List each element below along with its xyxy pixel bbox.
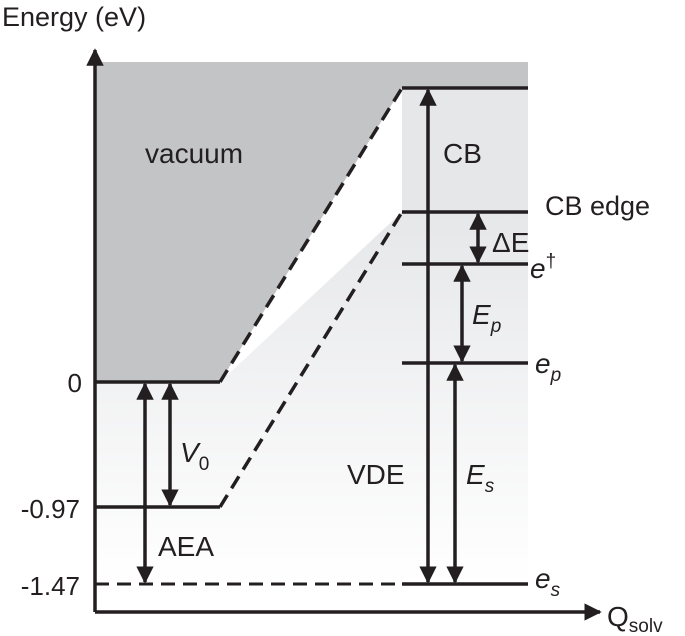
upper-dashed-slope (218, 87, 404, 383)
v0-label: V0 (180, 437, 209, 475)
e-p-label: ep (535, 348, 561, 386)
tick-label-minus-097: -0.97 (21, 494, 80, 524)
cb-edge-label: CB edge (545, 191, 650, 221)
cb-label: CB (443, 138, 482, 169)
e-s-label: es (535, 563, 561, 601)
y-axis-label: Energy (eV) (2, 2, 146, 32)
e-dagger-label: e† (530, 251, 556, 284)
x-axis-label: Qsolv (607, 601, 663, 636)
tick-label-0: 0 (68, 368, 82, 398)
vde-label: VDE (347, 459, 405, 490)
lower-dashed-slope (218, 211, 404, 508)
aea-label: AEA (158, 531, 214, 562)
delta-e-label: ΔE (492, 227, 529, 258)
e-p-gap-label: Ep (472, 299, 501, 337)
vacuum-region (95, 62, 528, 382)
e-s-gap-label: Es (466, 459, 495, 497)
tick-label-minus-147: -1.47 (21, 571, 80, 601)
vacuum-label: vacuum (145, 138, 243, 169)
